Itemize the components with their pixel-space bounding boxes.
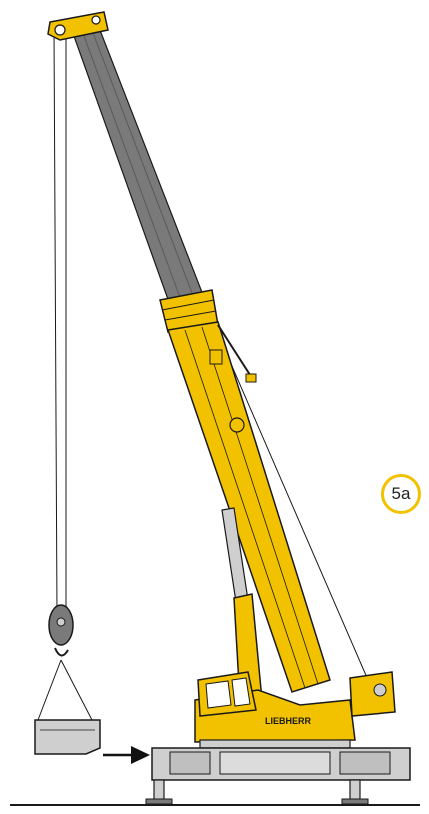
hook-block <box>48 604 74 657</box>
step-badge-label: 5a <box>391 484 411 503</box>
outrigger-left <box>145 779 173 805</box>
turntable <box>199 739 351 749</box>
load-sling-left <box>37 659 62 721</box>
rear-counterweight <box>349 671 396 717</box>
boom-outer-section <box>167 321 331 693</box>
step-badge: 5a <box>381 474 421 514</box>
boom-inner-section <box>69 24 206 306</box>
suspended-load <box>34 719 101 755</box>
outrigger-right <box>341 779 369 805</box>
load-sling-right <box>60 659 93 721</box>
right-arrow-icon <box>103 746 150 764</box>
brand-text: LIEBHERR <box>265 716 312 726</box>
hoist-rope-left <box>53 29 58 616</box>
